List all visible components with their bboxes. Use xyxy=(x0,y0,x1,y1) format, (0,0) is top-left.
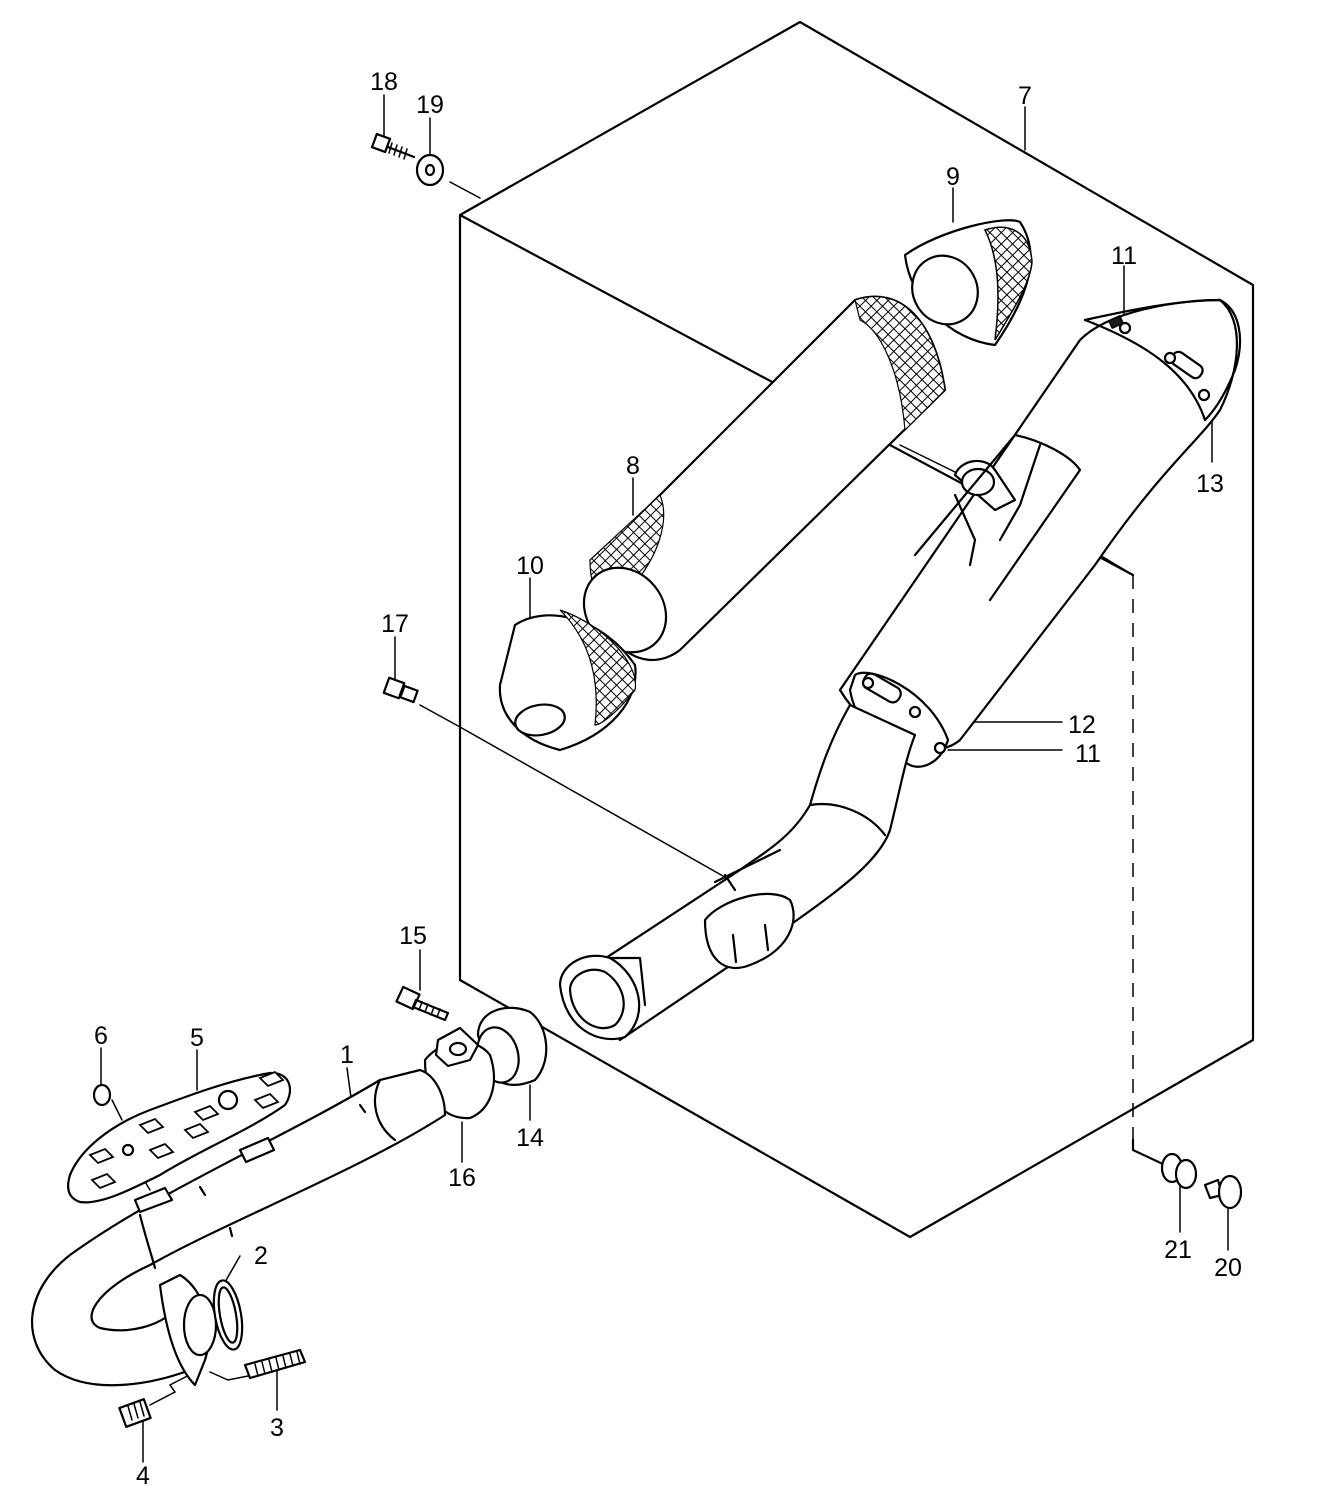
end-cap-9 xyxy=(903,219,1033,347)
callout-7: 7 xyxy=(1018,82,1032,110)
callout-13: 13 xyxy=(1196,470,1224,498)
callout-15: 15 xyxy=(399,922,427,950)
callout-11-bottom: 11 xyxy=(1075,740,1101,768)
bolt-17 xyxy=(382,676,419,704)
callout-9: 9 xyxy=(946,163,960,191)
nut-4 xyxy=(118,1398,152,1428)
callout-5: 5 xyxy=(190,1024,204,1052)
bolt-18 xyxy=(370,132,416,160)
stud-3 xyxy=(243,1348,307,1380)
callout-20: 20 xyxy=(1214,1254,1242,1282)
bolt-20 xyxy=(1203,1174,1243,1210)
callout-3: 3 xyxy=(270,1414,284,1442)
callout-16: 16 xyxy=(448,1164,476,1192)
callout-10: 10 xyxy=(516,552,544,580)
front-cap-10 xyxy=(498,609,637,752)
muffler-body xyxy=(838,298,1242,751)
washer-19 xyxy=(415,153,445,187)
bolt-15 xyxy=(395,985,450,1022)
callout-12: 12 xyxy=(1068,711,1096,739)
heat-protector-5 xyxy=(67,1070,292,1214)
nut-6 xyxy=(92,1083,112,1107)
callout-4: 4 xyxy=(136,1462,150,1490)
callout-18: 18 xyxy=(370,68,398,96)
grommet-21 xyxy=(1160,1152,1198,1190)
callout-1: 1 xyxy=(340,1041,354,1069)
callout-6: 6 xyxy=(94,1022,108,1050)
mid-pipe xyxy=(558,703,917,1042)
callout-11-top: 11 xyxy=(1111,242,1137,270)
callout-2: 2 xyxy=(254,1242,268,1270)
callout-labels: 1 2 3 4 5 6 7 8 9 10 11 11 12 13 14 15 1… xyxy=(94,68,1242,1490)
leader-lines xyxy=(100,94,1229,1463)
callout-17: 17 xyxy=(381,610,409,638)
flange xyxy=(158,1273,218,1387)
muffler-sleeve-8 xyxy=(582,295,947,662)
callout-14: 14 xyxy=(516,1124,544,1152)
callout-8: 8 xyxy=(626,452,640,480)
clamp-band-12 xyxy=(848,671,950,768)
gasket-14 xyxy=(476,1006,548,1086)
callout-21: 21 xyxy=(1164,1236,1192,1264)
gasket-2 xyxy=(212,1279,244,1351)
callout-19: 19 xyxy=(416,91,444,119)
